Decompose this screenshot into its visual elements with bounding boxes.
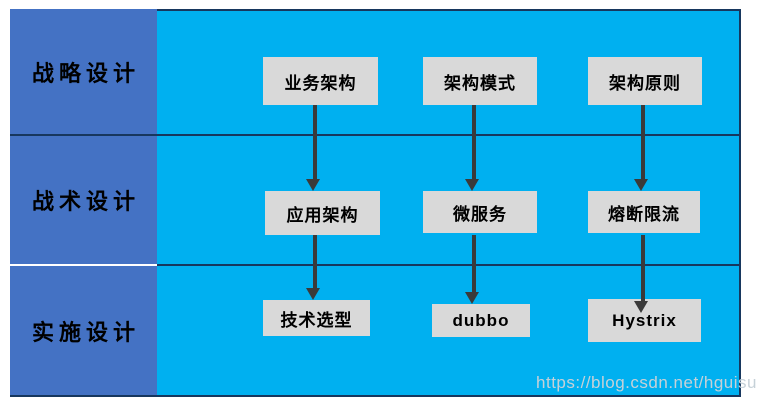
sidebar-item-strategic-design: 战略设计 bbox=[10, 9, 157, 136]
node-application-architecture: 应用架构 bbox=[265, 191, 380, 235]
sidebar-label: 战术设计 bbox=[31, 189, 140, 214]
row-divider bbox=[157, 264, 741, 266]
csdn-blog-watermark: https://blog.csdn.net/hguisu bbox=[536, 373, 757, 392]
connector-arrow-shaft bbox=[313, 105, 317, 179]
node-circuit-breaker-limiting: 熔断限流 bbox=[588, 191, 700, 233]
node-architecture-pattern: 架构模式 bbox=[423, 57, 537, 105]
row-divider bbox=[157, 134, 741, 136]
diagram-table: 战略设计 战术设计 实施设计 业务架构 架构模式 架构原则 应用架构 微服务 熔… bbox=[10, 9, 741, 397]
node-microservice: 微服务 bbox=[423, 191, 537, 233]
down-arrow-icon bbox=[634, 179, 648, 191]
sidebar-label: 实施设计 bbox=[31, 319, 140, 345]
down-arrow-icon bbox=[465, 179, 479, 191]
node-technology-selection: 技术选型 bbox=[263, 300, 370, 336]
down-arrow-icon bbox=[634, 301, 648, 313]
node-business-architecture: 业务架构 bbox=[263, 57, 378, 105]
connector-arrow-shaft bbox=[313, 235, 317, 288]
down-arrow-icon bbox=[306, 288, 320, 300]
connector-arrow-shaft bbox=[472, 235, 476, 292]
down-arrow-icon bbox=[465, 292, 479, 304]
sidebar-item-implementation-design: 实施设计 bbox=[10, 266, 157, 395]
connector-arrow-shaft bbox=[641, 235, 645, 301]
row-label-sidebar: 战略设计 战术设计 实施设计 bbox=[10, 9, 157, 397]
sidebar-item-tactical-design: 战术设计 bbox=[10, 136, 157, 266]
node-dubbo: dubbo bbox=[432, 304, 530, 337]
connector-arrow-shaft bbox=[641, 105, 645, 179]
node-architecture-principle: 架构原则 bbox=[588, 57, 702, 105]
connector-arrow-shaft bbox=[472, 105, 476, 179]
down-arrow-icon bbox=[306, 179, 320, 191]
sidebar-label: 战略设计 bbox=[31, 60, 140, 86]
